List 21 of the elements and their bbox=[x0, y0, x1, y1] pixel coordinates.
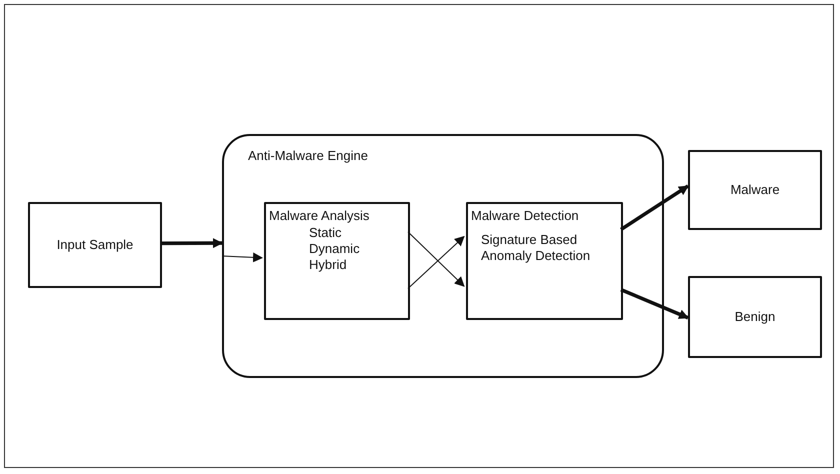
box-title: Malware Detection bbox=[471, 208, 579, 224]
arrow bbox=[620, 288, 689, 320]
arrow bbox=[162, 238, 223, 248]
list-item: Hybrid bbox=[309, 257, 347, 273]
list-item: Dynamic bbox=[309, 241, 360, 257]
list-item: Static bbox=[309, 225, 342, 241]
process-box bbox=[466, 202, 623, 320]
process-box bbox=[28, 202, 162, 288]
process-box bbox=[688, 276, 822, 358]
process-box bbox=[264, 202, 410, 320]
box-title: Malware bbox=[730, 182, 780, 198]
engine-container bbox=[222, 134, 664, 378]
box-title: Benign bbox=[734, 309, 776, 325]
arrow bbox=[620, 184, 689, 231]
process-box bbox=[688, 150, 822, 230]
box-title: Malware Analysis bbox=[269, 208, 370, 224]
arrow bbox=[222, 252, 263, 262]
list-item: Signature Based bbox=[481, 232, 578, 248]
box-title: Input Sample bbox=[56, 237, 134, 253]
list-item: Anomaly Detection bbox=[481, 248, 590, 264]
box-title: Anti-Malware Engine bbox=[248, 148, 368, 164]
